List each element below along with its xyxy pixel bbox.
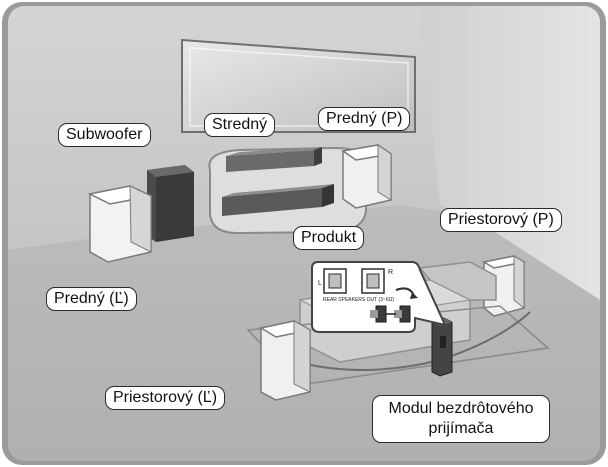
label-wireless-line-2: prijímača (428, 420, 494, 437)
center-speaker-icon (226, 147, 322, 172)
port-left-letter: L (318, 280, 322, 287)
label-surround-left-speaker: Priestorový (Ľ) (105, 386, 226, 410)
subwoofer-icon (147, 165, 194, 242)
label-front-right-speaker: Predný (P) (318, 107, 411, 131)
label-front-left-speaker: Predný (Ľ) (46, 287, 137, 311)
connection-inset: L R REAR SPEAKERS OUT (3~6Ω) (311, 261, 447, 333)
label-center-speaker: Stredný (204, 113, 276, 137)
label-surround-right-speaker: Priestorový (P) (440, 208, 562, 232)
label-wireless-receiver-module: Modul bezdrôtového prijímača (372, 395, 550, 443)
surround-right-speaker-icon (481, 255, 527, 317)
label-subwoofer: Subwoofer (58, 123, 151, 147)
product-soundbar-icon (222, 184, 334, 216)
port-caption: REAR SPEAKERS OUT (3~6Ω) (323, 297, 394, 303)
label-product: Produkt (293, 226, 365, 250)
wireless-receiver-module-icon (431, 317, 453, 377)
label-wireless-line-1: Modul bezdrôtového (388, 400, 534, 417)
port-right-letter: R (388, 269, 393, 276)
front-right-speaker-icon (341, 144, 393, 209)
plug-icon (370, 287, 418, 323)
surround-left-speaker-icon (258, 320, 313, 401)
front-left-speaker-icon (87, 185, 154, 263)
